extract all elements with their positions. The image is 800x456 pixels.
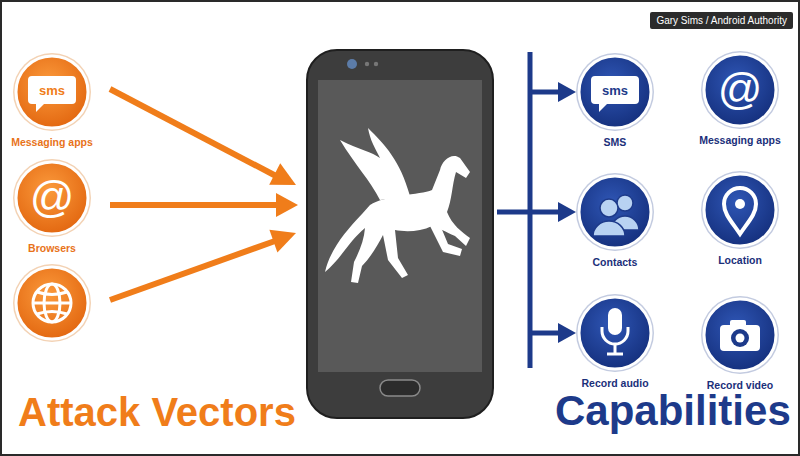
capability-label: Contacts	[593, 256, 638, 268]
section-heading: Attack Vectors	[18, 390, 296, 434]
watermark: Gary Sims / Android Authority	[650, 12, 793, 29]
capability-circle: Record video	[690, 293, 790, 393]
icon-text: @	[30, 175, 75, 219]
capability-label: Browsers	[28, 242, 76, 254]
attack-arrows	[110, 89, 298, 300]
phone	[307, 50, 493, 418]
capability-circle: Record audio	[565, 291, 665, 391]
section-heading: Capabilities	[555, 388, 791, 434]
capability-label: Location	[718, 254, 762, 266]
capability-label: SMS	[604, 136, 627, 148]
icon-text: sms	[39, 84, 65, 97]
circle-icon	[690, 168, 790, 252]
capability-label: Messaging apps	[699, 134, 781, 146]
capability-circle: Location	[690, 168, 790, 268]
icon-text: @	[718, 67, 763, 111]
capability-bracket	[497, 52, 576, 368]
attack-vector-circle: smsMessaging apps	[2, 50, 102, 150]
capability-circle: Contacts	[565, 170, 665, 270]
circle-icon	[690, 293, 790, 377]
circle-icon	[565, 170, 665, 254]
pegasus-silhouette	[325, 128, 470, 283]
capability-circle: @ Messaging apps	[690, 48, 790, 148]
browser-globe-icon	[13, 264, 91, 342]
attack-vector-circle: @ Browsers	[2, 156, 102, 256]
circle-icon	[565, 291, 665, 375]
capability-circle: smsSMS	[565, 50, 665, 150]
capability-label: Messaging apps	[11, 136, 93, 148]
icon-text: sms	[602, 84, 628, 97]
